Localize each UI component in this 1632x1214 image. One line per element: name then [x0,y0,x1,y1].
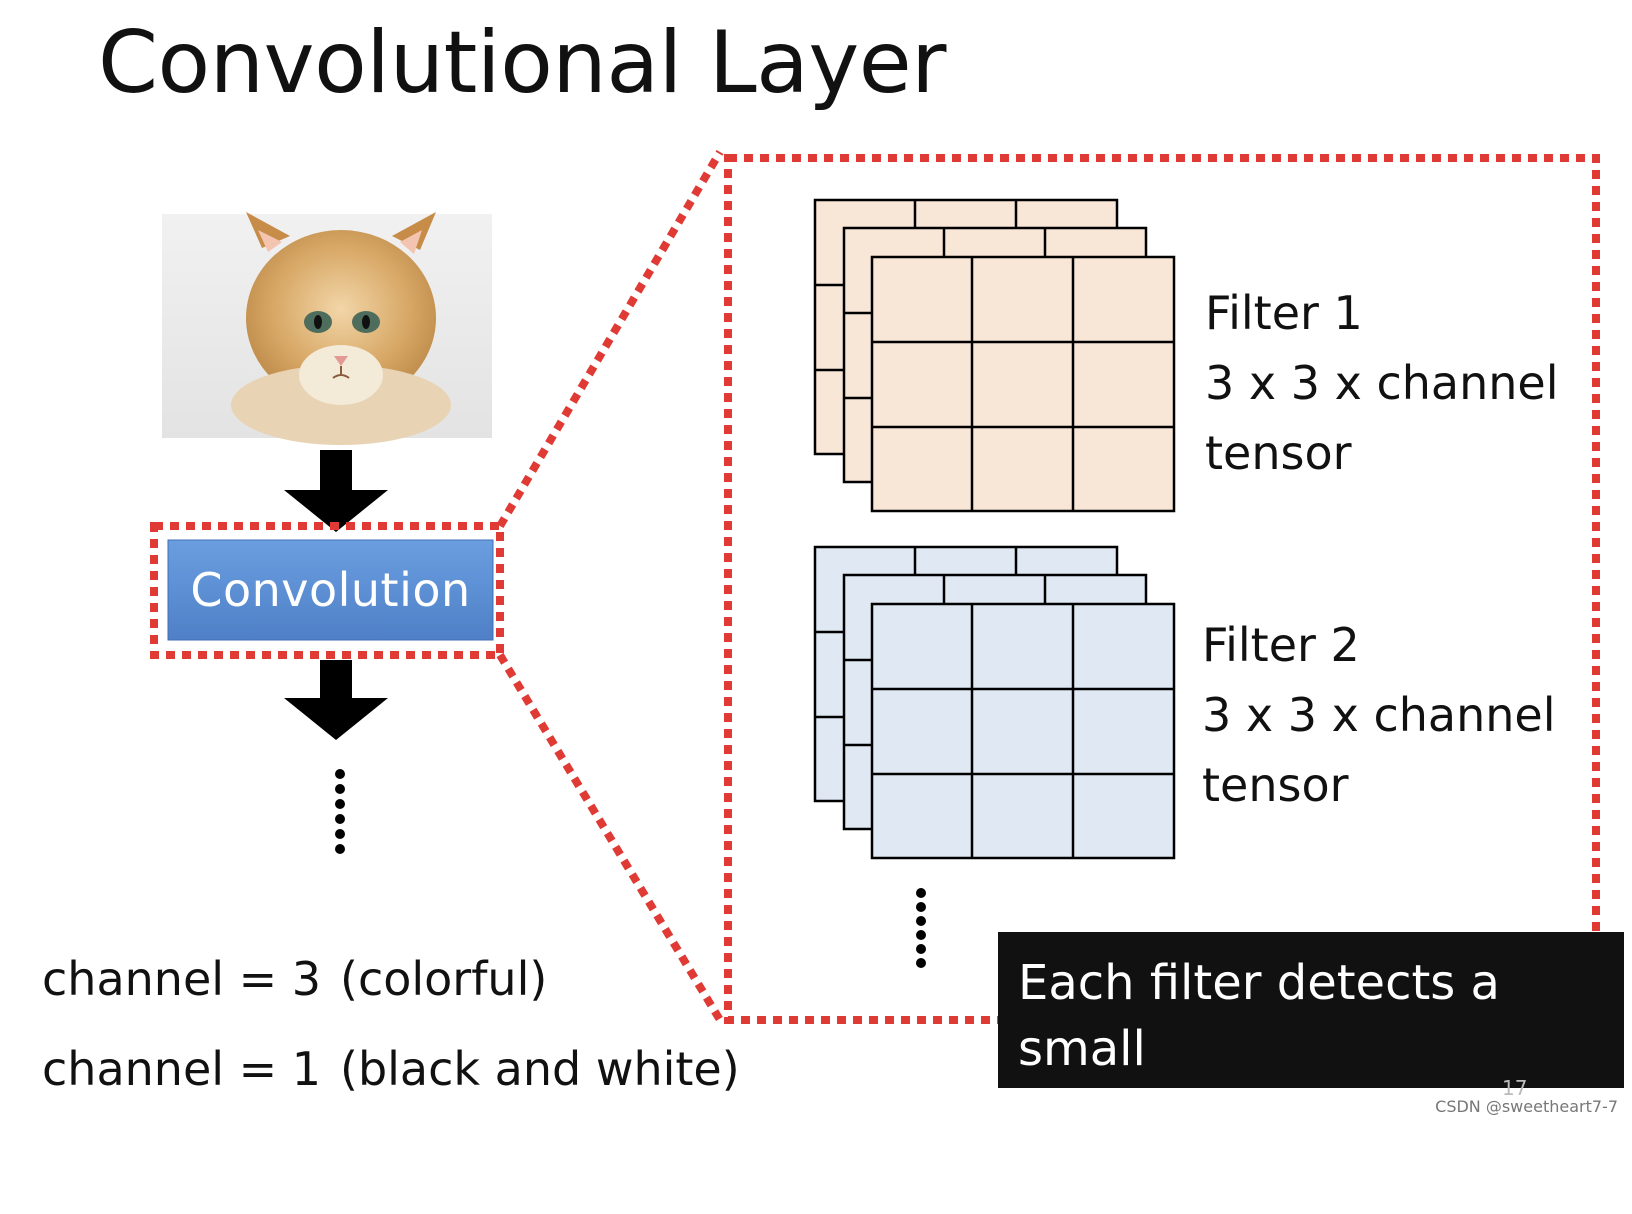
filter-2-shape: 3 x 3 x channel [1202,688,1556,742]
arrow-down-from-conv [284,660,388,740]
channel-note-color-value: channel = 3 [42,952,322,1006]
filter-2-text: Filter 2 3 x 3 x channel tensor [1202,610,1556,820]
page-number: 17 [1502,1076,1528,1100]
filter-1-type: tensor [1205,426,1352,480]
channel-note-bw-desc: (black and white) [340,1042,740,1096]
filters-ellipsis [916,888,926,968]
filter-2-tensor [813,545,1176,860]
channel-note-color: channel = 3 (colorful) [42,952,547,1006]
diagram-canvas [150,149,1600,1079]
filter-1-layer-front [870,255,1176,513]
filter-1-name: Filter 1 [1205,286,1363,340]
filter-2-type: tensor [1202,758,1349,812]
layer-ellipsis [335,769,345,854]
zoom-line-bottom [496,652,724,1023]
filter-1-text: Filter 1 3 x 3 x channel tensor [1205,278,1559,488]
filter-1-tensor [813,198,1176,513]
caption-line-1: Each filter detects a small [1018,955,1500,1077]
watermark: CSDN @sweetheart7-7 [1435,1097,1618,1116]
convolution-dotted-outline [150,522,504,659]
filter-2-layer-front [870,602,1176,860]
channel-note-bw-value: channel = 1 [42,1042,322,1096]
slide-title: Convolutional Layer [98,13,947,113]
channel-note-color-desc: (colorful) [340,952,548,1006]
filter-1-shape: 3 x 3 x channel [1205,356,1559,410]
convolution-block [167,539,494,641]
zoom-line-top [496,149,724,529]
cat-image [162,212,492,445]
convolution-label: Convolution [190,563,471,617]
arrow-down-to-conv [284,450,388,532]
channel-note-bw: channel = 1 (black and white) [42,1042,740,1096]
subtitle-caption: Each filter detects a small pattern (3 x… [998,932,1624,1209]
filter-2-name: Filter 2 [1202,618,1360,672]
